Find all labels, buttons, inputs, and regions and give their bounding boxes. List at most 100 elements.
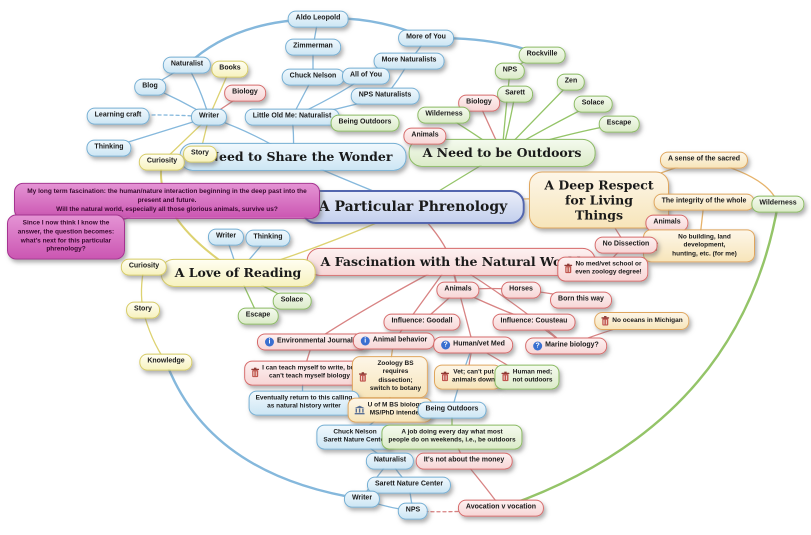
node-thinking-m[interactable]: Thinking bbox=[245, 229, 291, 247]
node-nps-naturalists[interactable]: NPS Naturalists bbox=[350, 87, 420, 105]
node-writer-m[interactable]: Writer bbox=[207, 228, 245, 246]
edge-wilderness-r-avocation bbox=[499, 202, 780, 510]
node-biology-tr[interactable]: Biology bbox=[458, 94, 500, 112]
node-more-of-you[interactable]: More of You bbox=[398, 29, 454, 47]
edge-knowledge-writer-b bbox=[164, 360, 364, 501]
node-label: All of You bbox=[349, 71, 383, 79]
node-label: U of M BS biology: MS/PhD intended bbox=[367, 401, 426, 417]
node-influence-goodall[interactable]: Influence: Goodall bbox=[383, 313, 461, 331]
node-escape-tr[interactable]: Escape bbox=[598, 115, 640, 133]
node-being-outdoors-b[interactable]: Being Outdoors bbox=[417, 401, 487, 419]
node-born-this-way[interactable]: Born this way bbox=[550, 291, 612, 309]
node-chuck-sarett[interactable]: Chuck Nelson Sarett Nature Center bbox=[316, 424, 394, 450]
node-aldo-leopold[interactable]: Aldo Leopold bbox=[287, 10, 349, 28]
node-sarett-nature-center[interactable]: Sarett Nature Center bbox=[366, 476, 452, 494]
node-zimmerman[interactable]: Zimmerman bbox=[285, 38, 341, 56]
node-marine-biology[interactable]: ?Marine biology? bbox=[525, 337, 607, 355]
trash-icon bbox=[601, 316, 610, 326]
node-animals-b[interactable]: Animals bbox=[436, 281, 480, 299]
node-influence-cousteau[interactable]: Influence: Cousteau bbox=[492, 313, 576, 331]
node-zen[interactable]: Zen bbox=[556, 73, 586, 91]
node-chuck-nelson[interactable]: Chuck Nelson bbox=[281, 68, 345, 86]
node-curiosity-l[interactable]: Curiosity bbox=[120, 258, 168, 276]
node-no-oceans[interactable]: No oceans in Michigan bbox=[594, 312, 690, 330]
node-story-l[interactable]: Story bbox=[126, 301, 160, 319]
node-books[interactable]: Books bbox=[211, 60, 249, 78]
node-label: No building, land development, hunting, … bbox=[672, 233, 737, 258]
node-callout-question[interactable]: Since I now think I know the answer, the… bbox=[7, 214, 125, 260]
node-solace-l[interactable]: Solace bbox=[272, 292, 312, 310]
node-label: Born this way bbox=[558, 295, 604, 303]
node-escape-l[interactable]: Escape bbox=[237, 307, 279, 325]
node-learning-craft[interactable]: Learning craft bbox=[86, 107, 150, 125]
node-no-medvet[interactable]: No med/vet school or even zoology degree… bbox=[557, 256, 649, 282]
node-sarett-tr[interactable]: Sarett bbox=[497, 85, 533, 103]
node-u-of-m[interactable]: U of M BS biology: MS/PhD intended bbox=[347, 397, 433, 423]
node-eventually-return[interactable]: Eventually return to this calling as nat… bbox=[248, 390, 360, 416]
node-writer-b[interactable]: Writer bbox=[343, 490, 381, 508]
node-avocation[interactable]: Avocation v vocation bbox=[457, 499, 545, 517]
node-label: A Particular Phrenology bbox=[318, 199, 508, 215]
node-naturalist-tl[interactable]: Naturalist bbox=[162, 56, 212, 74]
node-knowledge[interactable]: Knowledge bbox=[139, 353, 193, 371]
node-label: Little Old Me: Naturalist bbox=[252, 112, 332, 120]
node-wilderness-t[interactable]: Wilderness bbox=[417, 106, 471, 124]
node-label: Avocation v vocation bbox=[465, 503, 537, 511]
node-biology-tl[interactable]: Biology bbox=[224, 84, 266, 102]
node-job-weekends[interactable]: A job doing every day what most people d… bbox=[381, 424, 523, 450]
node-label: Zimmerman bbox=[293, 42, 333, 50]
node-label: Biology bbox=[232, 88, 258, 96]
node-label: Wilderness bbox=[425, 110, 463, 118]
node-label: I can teach myself to write, but can't t… bbox=[262, 364, 357, 380]
node-need-share-wonder[interactable]: A Need to Share the Wonder bbox=[179, 142, 407, 172]
node-solace-tr[interactable]: Solace bbox=[573, 95, 613, 113]
node-label: Learning craft bbox=[94, 111, 142, 119]
node-integrity-whole[interactable]: The integrity of the whole bbox=[653, 193, 755, 211]
question-icon: ? bbox=[441, 340, 451, 350]
node-no-dissection[interactable]: No Dissection bbox=[594, 236, 658, 254]
node-nps-top[interactable]: NPS bbox=[494, 62, 526, 80]
node-vet-cant[interactable]: Vet; can't put animals down bbox=[434, 364, 502, 390]
node-particular-phrenology[interactable]: A Particular Phrenology bbox=[301, 190, 525, 224]
node-label: Being Outdoors bbox=[338, 118, 392, 126]
node-zoology-bs[interactable]: Zoology BS requires dissection; switch t… bbox=[351, 356, 429, 398]
node-humanvet-med[interactable]: ?Human/vet Med bbox=[433, 336, 513, 354]
info-icon: i bbox=[360, 336, 370, 346]
node-story-tl[interactable]: Story bbox=[183, 145, 217, 163]
node-label: Naturalist bbox=[170, 60, 204, 68]
trash-icon bbox=[441, 372, 450, 382]
node-little-old-me[interactable]: Little Old Me: Naturalist bbox=[244, 108, 340, 126]
node-no-building[interactable]: No building, land development, hunting, … bbox=[643, 229, 755, 263]
node-wilderness-r[interactable]: Wilderness bbox=[751, 195, 805, 213]
node-label: No Dissection bbox=[602, 240, 650, 248]
node-label: Environmental Journalist bbox=[276, 337, 362, 345]
node-animals-t[interactable]: Animals bbox=[403, 127, 447, 145]
node-callout-fascination[interactable]: My long term fascination: the human/natu… bbox=[14, 182, 320, 220]
node-fascination-natural[interactable]: A Fascination with the Natural World bbox=[306, 247, 596, 277]
trash-icon bbox=[251, 368, 260, 378]
node-nps-b[interactable]: NPS bbox=[397, 502, 429, 520]
node-teach-myself[interactable]: I can teach myself to write, but can't t… bbox=[244, 360, 364, 386]
node-writer-tl[interactable]: Writer bbox=[190, 108, 228, 126]
node-label: Animal behavior bbox=[372, 336, 428, 344]
node-label: Thinking bbox=[253, 233, 283, 241]
node-all-of-you[interactable]: All of You bbox=[341, 67, 391, 85]
info-icon: i bbox=[264, 337, 274, 347]
node-human-med[interactable]: Human med; not outdoors bbox=[494, 364, 560, 390]
node-sense-sacred[interactable]: A sense of the sacred bbox=[659, 151, 749, 169]
node-horses[interactable]: Horses bbox=[501, 281, 541, 299]
node-curiosity-tl[interactable]: Curiosity bbox=[138, 153, 186, 171]
node-being-outdoors-t[interactable]: Being Outdoors bbox=[330, 114, 400, 132]
node-love-reading[interactable]: A Love of Reading bbox=[160, 258, 316, 288]
node-label: Writer bbox=[215, 232, 237, 240]
node-not-about-money[interactable]: It's not about the money bbox=[415, 452, 513, 470]
node-thinking-tl[interactable]: Thinking bbox=[86, 139, 132, 157]
node-more-naturalists[interactable]: More Naturalists bbox=[373, 52, 445, 70]
node-label: More Naturalists bbox=[381, 56, 437, 64]
node-naturalist-b[interactable]: Naturalist bbox=[365, 452, 415, 470]
node-blog[interactable]: Blog bbox=[134, 78, 166, 96]
node-label: Escape bbox=[245, 311, 271, 319]
node-rockville[interactable]: Rockville bbox=[518, 46, 566, 64]
